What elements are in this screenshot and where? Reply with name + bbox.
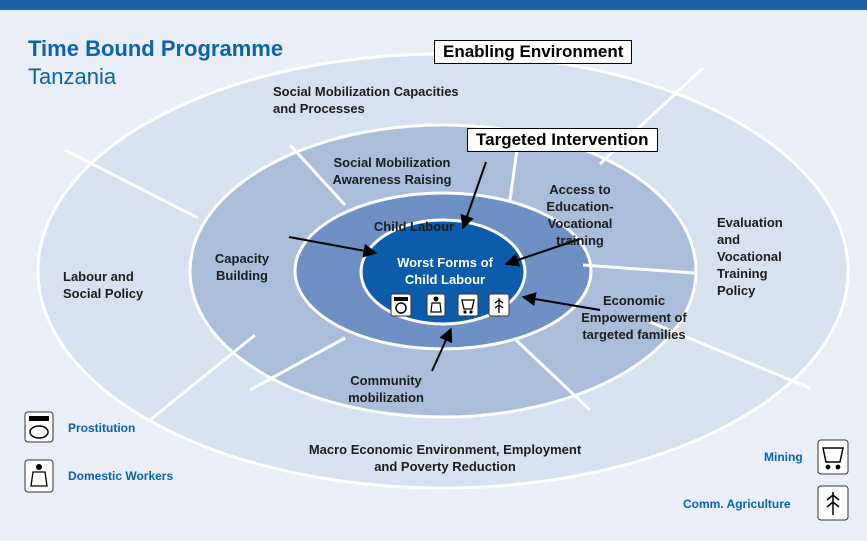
- outer-label-evaluation: Evaluation and Vocational Training Polic…: [717, 215, 783, 298]
- middle-label-capacity: Capacity Building: [214, 251, 270, 283]
- page-subtitle: Tanzania: [28, 64, 117, 89]
- legend-domestic-label: Domestic Workers: [68, 469, 174, 483]
- targeted-intervention-label: Targeted Intervention: [467, 128, 658, 152]
- core-icons: [390, 293, 510, 317]
- legend-prostitution-label: Prostitution: [68, 421, 136, 435]
- outer-label-labour-policy: Labour and Social Policy: [63, 269, 144, 301]
- legend-agriculture-icon: [817, 485, 849, 521]
- core-prostitution-icon: [390, 293, 412, 317]
- outer-label-social-mobilization: Social Mobilization Capacities and Proce…: [273, 84, 459, 116]
- middle-label-economic: Economic Empowerment of targeted familie…: [581, 293, 687, 342]
- arrows: [288, 161, 601, 372]
- legend-prostitution-icon: [24, 411, 54, 443]
- core-agriculture-icon: [488, 293, 510, 317]
- legend-agriculture-label: Comm. Agriculture: [683, 497, 791, 511]
- middle-label-community: Community mobilization: [348, 373, 424, 405]
- middle-label-awareness: Social Mobilization Awareness Raising: [332, 155, 452, 187]
- core-label: Worst Forms of Child Labour: [397, 255, 493, 287]
- top-brand-bar: [0, 0, 867, 10]
- legend-icons: [24, 411, 849, 521]
- legend-mining-label: Mining: [764, 450, 803, 464]
- outer-label-macro-economic: Macro Economic Environment, Employment a…: [308, 442, 582, 474]
- core-mining-icon: [457, 293, 479, 317]
- legend-domestic-workers-icon: [24, 459, 54, 493]
- middle-label-education: Access to Education- Vocational training: [546, 182, 614, 248]
- legend-mining-icon: [817, 439, 849, 475]
- inner-label-child-labour: Child Labour: [373, 219, 455, 234]
- enabling-environment-label: Enabling Environment: [434, 40, 633, 64]
- page-title: Time Bound Programme: [28, 36, 284, 61]
- core-domestic-workers-icon: [426, 293, 446, 317]
